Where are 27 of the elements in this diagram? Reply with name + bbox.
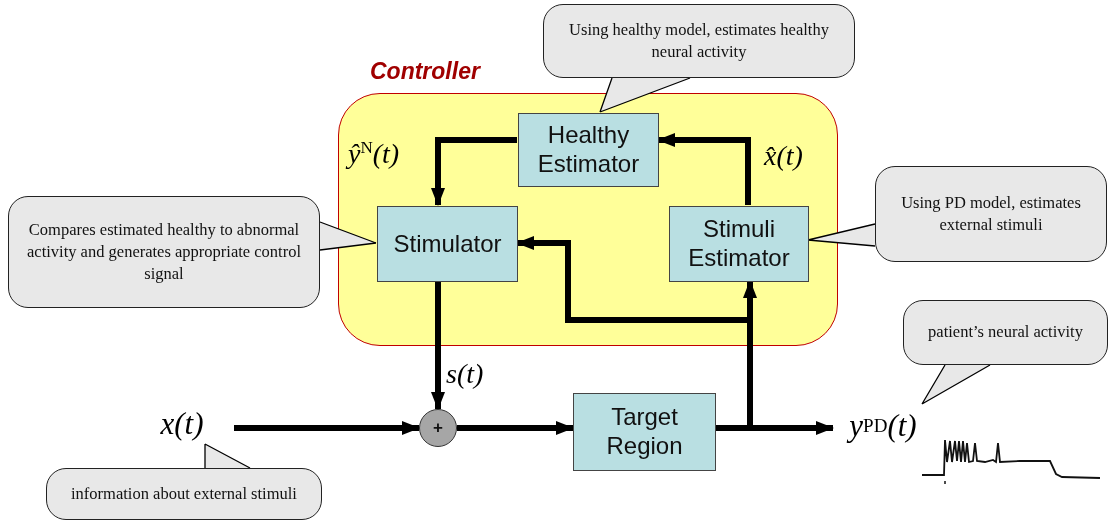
callout-bubble	[875, 166, 1107, 262]
summing-junction	[419, 409, 457, 447]
callout-text: information about external stimuli	[71, 482, 297, 505]
process-box	[669, 206, 809, 282]
callout-text: Compares estimated healthy to abnormal activity and generates appropriate control signal	[26, 218, 302, 286]
callout-bubble	[8, 196, 320, 308]
callout-text: patient’s neural activity	[928, 321, 1083, 344]
arrow	[657, 133, 751, 205]
arrow	[431, 137, 517, 206]
signal-label: y$^{PD}$(t)	[833, 404, 933, 448]
plus-sign: +	[433, 418, 443, 438]
edge-label: s(t)	[446, 358, 484, 390]
box-label: Stimulator	[393, 229, 502, 259]
callout-text: Using PD model, estimates external stimuli	[900, 191, 1082, 236]
process-box	[518, 113, 659, 187]
box-label: Target Region	[605, 403, 684, 461]
arrow	[457, 421, 574, 435]
callout-text: Using healthy model, estimates healthy neural activity	[568, 18, 830, 63]
box-label: Stimuli Estimator	[687, 215, 791, 273]
controller-title: Controller	[370, 58, 480, 85]
edge-label: x̂(t)	[764, 140, 803, 172]
process-box	[573, 393, 716, 471]
signal-label: x(t)	[130, 404, 234, 444]
arrow	[234, 421, 420, 435]
process-box	[377, 206, 518, 282]
arrow	[431, 281, 445, 410]
box-label: Healthy Estimator	[536, 121, 641, 179]
